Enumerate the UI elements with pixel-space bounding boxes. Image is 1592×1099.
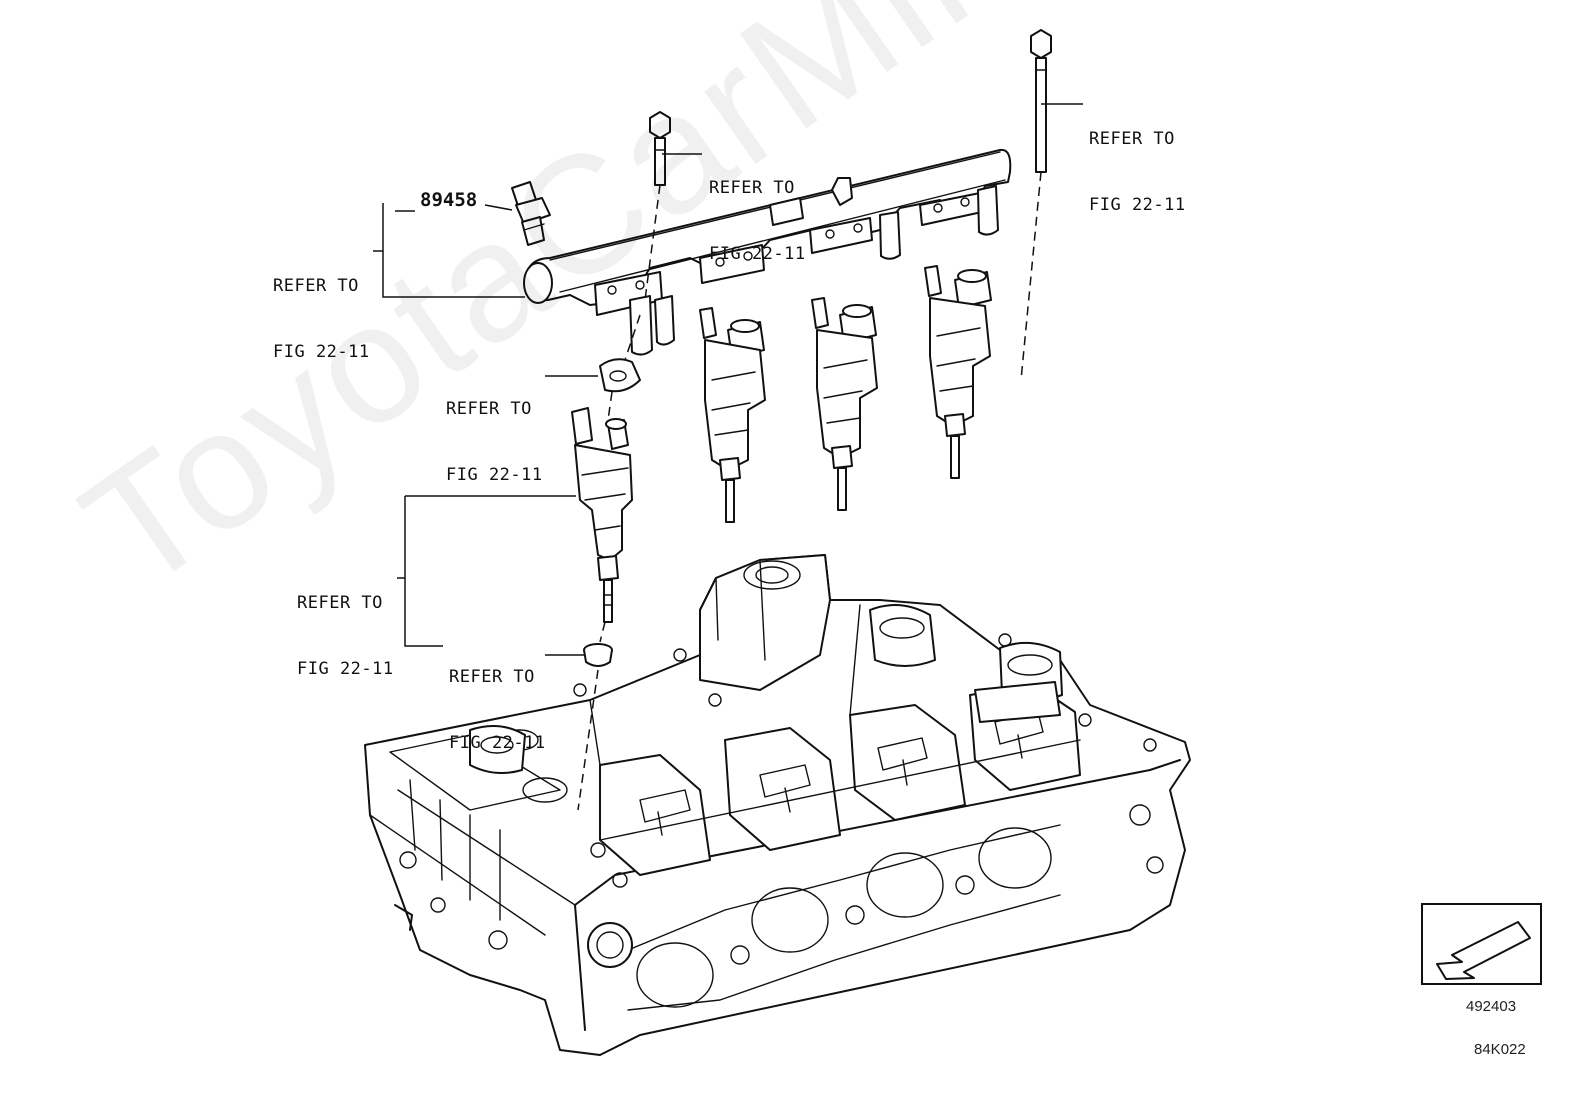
injector-spacer bbox=[599, 358, 641, 393]
fuel-injector-exploded bbox=[571, 407, 633, 623]
injector-seal-ring bbox=[583, 643, 613, 667]
orientation-code: 492403 bbox=[1466, 998, 1517, 1015]
rail-bolt-long bbox=[1030, 29, 1052, 173]
fuel-injector-installed-2 bbox=[811, 297, 878, 511]
fuel-delivery-rail bbox=[523, 148, 1012, 356]
part-number-89458: 89458 bbox=[420, 189, 478, 211]
callout-line-2: FIG 22-11 bbox=[273, 342, 370, 362]
callout-spacer: REFER TO FIG 22-11 bbox=[446, 354, 543, 508]
assembly-lines bbox=[577, 171, 1042, 811]
leader-lines bbox=[373, 103, 1083, 656]
callout-injector-seal: REFER TO FIG 22-11 bbox=[449, 622, 546, 776]
callout-fuel-rail: REFER TO FIG 22-11 bbox=[273, 231, 370, 385]
callout-line-1: REFER TO bbox=[446, 399, 532, 419]
front-direction-arrow-icon bbox=[1421, 903, 1542, 985]
callout-line-2: FIG 22-11 bbox=[446, 465, 543, 485]
callout-line-2: FIG 22-11 bbox=[297, 659, 394, 679]
callout-line-1: REFER TO bbox=[709, 178, 795, 198]
fuel-pressure-sensor bbox=[511, 181, 551, 246]
callout-line-1: REFER TO bbox=[273, 276, 359, 296]
callout-line-2: FIG 22-11 bbox=[709, 244, 806, 264]
callout-line-1: REFER TO bbox=[297, 593, 383, 613]
callout-line-1: REFER TO bbox=[1089, 129, 1175, 149]
callout-bolt-long: REFER TO FIG 22-11 bbox=[1089, 84, 1186, 238]
rail-bolt-short bbox=[649, 111, 671, 186]
callout-line-2: FIG 22-11 bbox=[1089, 195, 1186, 215]
cylinder-head bbox=[364, 554, 1191, 1056]
callout-bolt-short: REFER TO FIG 22-11 bbox=[709, 133, 806, 287]
callout-injector: REFER TO FIG 22-11 bbox=[297, 548, 394, 702]
callout-line-1: REFER TO bbox=[449, 667, 535, 687]
callout-line-2: FIG 22-11 bbox=[449, 733, 546, 753]
figure-code: 84K022 bbox=[1474, 1041, 1526, 1058]
fuel-injector-installed-3 bbox=[924, 265, 992, 479]
fuel-injector-installed-1 bbox=[699, 307, 766, 523]
